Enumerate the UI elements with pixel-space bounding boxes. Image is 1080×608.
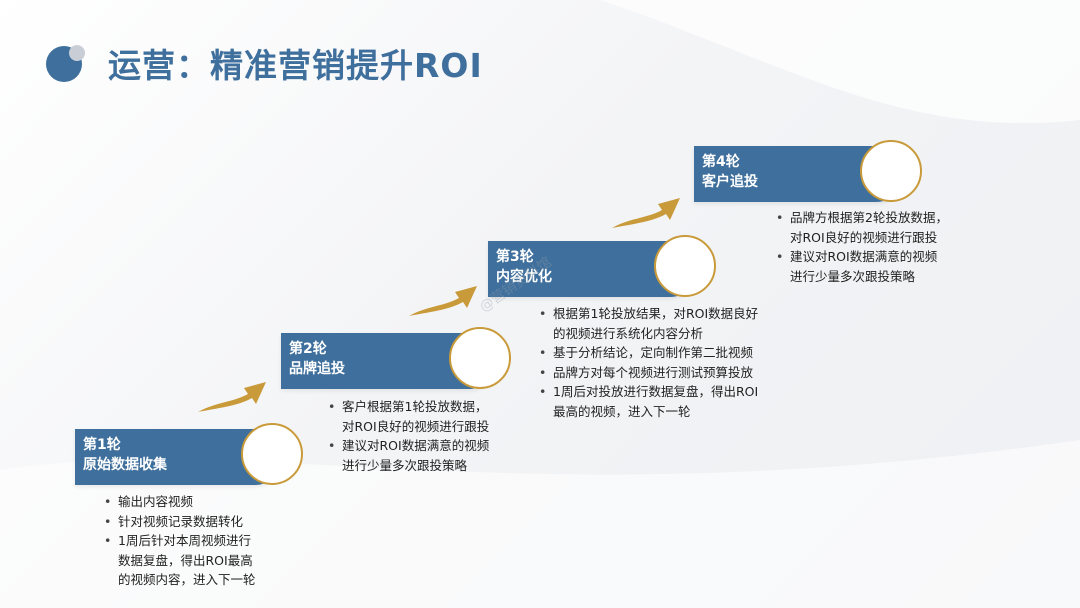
- step-2: 第2轮 品牌追投: [281, 327, 521, 389]
- step-2-label: 第2轮 品牌追投: [289, 339, 345, 379]
- step-4-circle: [860, 140, 922, 202]
- step-1: 第1轮 原始数据收集: [75, 423, 305, 485]
- list-item: 建议对ROI数据满意的视频: [328, 436, 489, 456]
- logo-dot-gray: [69, 45, 85, 61]
- list-item: 1周后对投放进行数据复盘，得出ROI: [539, 382, 758, 402]
- list-item-continued: 对ROI良好的视频进行跟投: [342, 418, 490, 434]
- step-3-name: 内容优化: [496, 269, 552, 285]
- step-4-name: 客户追投: [702, 174, 758, 190]
- step-2-bullets: 客户根据第1轮投放数据， 对ROI良好的视频进行跟投 建议对ROI数据满意的视频…: [328, 397, 489, 475]
- step-3-label: 第3轮 内容优化: [496, 247, 552, 287]
- step-1-name: 原始数据收集: [83, 457, 167, 473]
- list-item: 根据第1轮投放结果，对ROI数据良好: [539, 304, 758, 324]
- step-2-name: 品牌追投: [289, 361, 345, 377]
- list-item: 品牌方对每个视频进行测试预算投放: [539, 363, 758, 383]
- list-item-continued: 数据复盘，得出ROI最高: [118, 552, 253, 568]
- step-1-label: 第1轮 原始数据收集: [83, 435, 167, 475]
- step-1-circle: [241, 423, 303, 485]
- step-4-round: 第4轮: [702, 154, 740, 170]
- step-2-round: 第2轮: [289, 341, 327, 357]
- list-item: 基于分析结论，定向制作第二批视频: [539, 343, 758, 363]
- step-3: 第3轮 内容优化: [488, 235, 728, 297]
- list-item: 客户根据第1轮投放数据，: [328, 397, 489, 417]
- list-item-continued: 最高的视频，进入下一轮: [553, 403, 691, 419]
- arrow-up-right-icon: [198, 382, 266, 412]
- arrow-up-right-icon: [612, 198, 680, 228]
- arrow-up-right-icon: [409, 286, 477, 316]
- step-3-bullets: 根据第1轮投放结果，对ROI数据良好 的视频进行系统化内容分析 基于分析结论，定…: [539, 304, 758, 421]
- step-3-circle: [654, 235, 716, 297]
- list-item-continued: 对ROI良好的视频进行跟投: [790, 229, 938, 245]
- step-3-round: 第3轮: [496, 249, 534, 265]
- list-item-continued: 的视频进行系统化内容分析: [553, 325, 704, 341]
- list-item: 品牌方根据第2轮投放数据，: [776, 208, 948, 228]
- page-title: 运营：精准营销提升ROI: [108, 46, 483, 85]
- list-item: 建议对ROI数据满意的视频: [776, 247, 948, 267]
- list-item: 针对视频记录数据转化: [104, 512, 256, 532]
- list-item-continued: 进行少量多次跟投策略: [342, 457, 468, 473]
- list-item-continued: 进行少量多次跟投策略: [790, 268, 916, 284]
- step-4-bullets: 品牌方根据第2轮投放数据， 对ROI良好的视频进行跟投 建议对ROI数据满意的视…: [776, 208, 948, 286]
- step-4-label: 第4轮 客户追投: [702, 152, 758, 192]
- step-4: 第4轮 客户追投: [694, 140, 934, 202]
- step-1-bullets: 输出内容视频 针对视频记录数据转化 1周后针对本周视频进行 数据复盘，得出ROI…: [104, 492, 256, 590]
- list-item-continued: 的视频内容，进入下一轮: [118, 572, 256, 587]
- list-item: 输出内容视频: [104, 492, 256, 512]
- step-2-circle: [449, 327, 511, 389]
- list-item: 1周后针对本周视频进行: [104, 531, 256, 551]
- step-1-round: 第1轮: [83, 437, 121, 453]
